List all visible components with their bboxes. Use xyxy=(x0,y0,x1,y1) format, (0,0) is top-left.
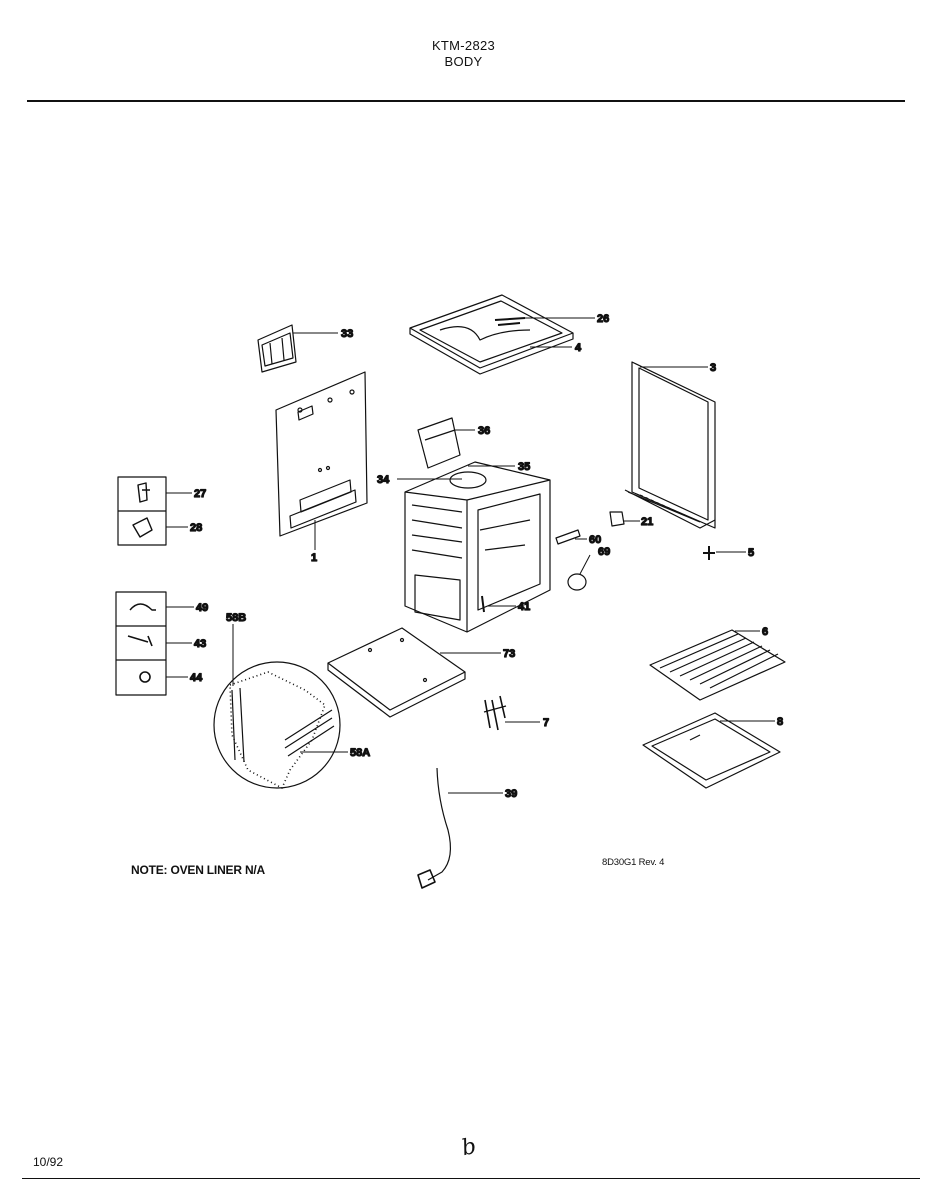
part-33-bracket xyxy=(257,324,297,373)
part-8-broiler-pan xyxy=(642,712,781,789)
callout-labels: 33 26 4 3 36 35 34 27 28 1 21 60 69 5 41… xyxy=(189,312,783,800)
callout-73: 73 xyxy=(503,648,515,660)
part-41 xyxy=(481,595,485,613)
callout-60: 60 xyxy=(589,534,601,546)
part-6-oven-rack xyxy=(649,629,786,701)
callout-27: 27 xyxy=(194,488,206,500)
callout-44: 44 xyxy=(190,672,203,684)
model-number: KTM-2823 xyxy=(431,38,496,53)
part-60 xyxy=(555,529,581,545)
revision-date: 10/92 xyxy=(33,1155,64,1169)
callout-21: 21 xyxy=(641,516,653,528)
hardware-box-27-28 xyxy=(117,476,167,546)
callout-41: 41 xyxy=(518,601,530,613)
small-parts xyxy=(481,511,715,613)
hardware-box-49-43-44 xyxy=(115,591,167,696)
callout-39: 39 xyxy=(505,788,517,800)
callout-58b: 58B xyxy=(226,612,246,624)
insulation-detail xyxy=(213,661,341,789)
callout-36: 36 xyxy=(478,425,490,437)
callout-1: 1 xyxy=(311,552,317,564)
callout-43: 43 xyxy=(194,638,206,650)
footer-rule xyxy=(22,1178,920,1179)
oven-liner-note: NOTE: OVEN LINER N/A xyxy=(131,863,266,877)
callout-4: 4 xyxy=(575,342,582,354)
callout-6: 6 xyxy=(762,626,768,638)
callout-7: 7 xyxy=(543,717,549,729)
callout-69: 69 xyxy=(598,546,610,558)
callout-5: 5 xyxy=(748,547,754,559)
part-69 xyxy=(567,573,587,591)
callout-8: 8 xyxy=(777,716,783,728)
callout-28: 28 xyxy=(190,522,202,534)
part-3-side-panel xyxy=(624,361,716,529)
part-1-rear-panel xyxy=(275,371,368,537)
callout-35: 35 xyxy=(518,461,530,473)
part-73-bottom-panel xyxy=(327,627,466,718)
callout-34: 34 xyxy=(377,474,390,486)
part-oven-body xyxy=(404,417,551,633)
callout-33: 33 xyxy=(341,328,353,340)
callout-58a: 58A xyxy=(350,747,370,759)
callout-26: 26 xyxy=(597,313,609,325)
callout-49: 49 xyxy=(196,602,208,614)
leader-lines xyxy=(166,317,775,794)
part-4-cooktop xyxy=(409,294,574,375)
section-title: BODY xyxy=(444,54,483,69)
header-rule xyxy=(27,100,905,102)
callout-3: 3 xyxy=(710,362,716,374)
diagram-reference: 8D30G1 Rev. 4 xyxy=(602,857,665,868)
part-5 xyxy=(703,546,715,560)
part-21 xyxy=(609,511,625,527)
part-7-clip xyxy=(483,695,507,731)
part-39-power-cord xyxy=(417,767,452,889)
